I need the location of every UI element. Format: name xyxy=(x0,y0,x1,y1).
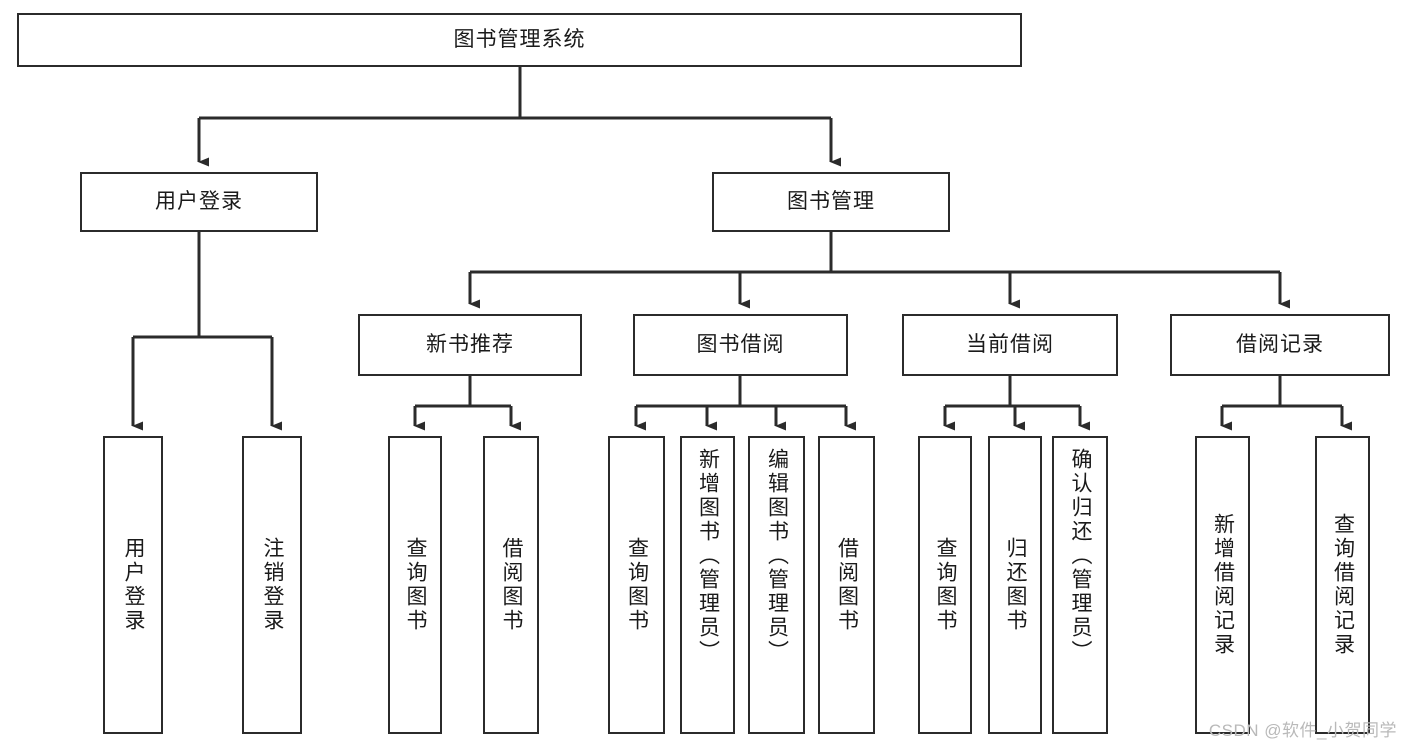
node-leaf-query-book-borrow-label: 查询图书 xyxy=(625,537,649,633)
node-leaf-borrow-book-rec-label: 借阅图书 xyxy=(500,537,524,633)
node-book-manage[interactable]: 图书管理 xyxy=(712,172,950,232)
node-root-label: 图书管理系统 xyxy=(453,28,586,52)
node-leaf-query-book-current-label: 查询图书 xyxy=(934,537,958,633)
node-leaf-logout-label: 注销登录 xyxy=(261,537,285,633)
node-leaf-user-login[interactable]: 用户登录 xyxy=(103,436,163,734)
node-leaf-borrow-book[interactable]: 借阅图书 xyxy=(818,436,875,734)
node-book-manage-label: 图书管理 xyxy=(787,190,875,214)
node-borrow-record[interactable]: 借阅记录 xyxy=(1170,314,1390,376)
node-leaf-borrow-book-label: 借阅图书 xyxy=(835,537,859,633)
node-user-login-label: 用户登录 xyxy=(155,190,243,214)
node-leaf-borrow-book-rec[interactable]: 借阅图书 xyxy=(483,436,539,734)
node-leaf-add-borrow-record-label: 新增借阅记录 xyxy=(1211,513,1235,657)
node-leaf-query-book-current[interactable]: 查询图书 xyxy=(918,436,972,734)
node-leaf-add-book-admin[interactable]: 新增图书（管理员） xyxy=(680,436,735,734)
node-book-borrow[interactable]: 图书借阅 xyxy=(633,314,848,376)
node-leaf-query-borrow-record-label: 查询借阅记录 xyxy=(1331,513,1355,657)
node-new-book-rec[interactable]: 新书推荐 xyxy=(358,314,582,376)
node-book-borrow-label: 图书借阅 xyxy=(696,333,785,357)
watermark: CSDN @软件_小贺同学 xyxy=(1208,721,1397,740)
node-leaf-return-book[interactable]: 归还图书 xyxy=(988,436,1042,734)
node-leaf-confirm-return-admin[interactable]: 确认归还（管理员） xyxy=(1052,436,1108,734)
node-user-login[interactable]: 用户登录 xyxy=(80,172,318,232)
node-new-book-rec-label: 新书推荐 xyxy=(426,333,514,357)
node-leaf-add-borrow-record[interactable]: 新增借阅记录 xyxy=(1195,436,1250,734)
node-leaf-add-book-admin-label: 新增图书（管理员） xyxy=(696,448,720,664)
node-leaf-query-borrow-record[interactable]: 查询借阅记录 xyxy=(1315,436,1370,734)
node-leaf-query-book-borrow[interactable]: 查询图书 xyxy=(608,436,665,734)
node-leaf-edit-book-admin-label: 编辑图书（管理员） xyxy=(765,448,789,664)
node-leaf-logout[interactable]: 注销登录 xyxy=(242,436,302,734)
node-leaf-edit-book-admin[interactable]: 编辑图书（管理员） xyxy=(748,436,805,734)
node-current-borrow-label: 当前借阅 xyxy=(966,333,1054,357)
node-leaf-query-book-rec[interactable]: 查询图书 xyxy=(388,436,442,734)
node-leaf-user-login-label: 用户登录 xyxy=(122,537,146,633)
node-current-borrow[interactable]: 当前借阅 xyxy=(902,314,1118,376)
node-root[interactable]: 图书管理系统 xyxy=(17,13,1022,67)
node-leaf-return-book-label: 归还图书 xyxy=(1004,537,1028,633)
node-leaf-confirm-return-admin-label: 确认归还（管理员） xyxy=(1069,448,1093,664)
node-borrow-record-label: 借阅记录 xyxy=(1236,333,1324,357)
node-leaf-query-book-rec-label: 查询图书 xyxy=(404,537,428,633)
